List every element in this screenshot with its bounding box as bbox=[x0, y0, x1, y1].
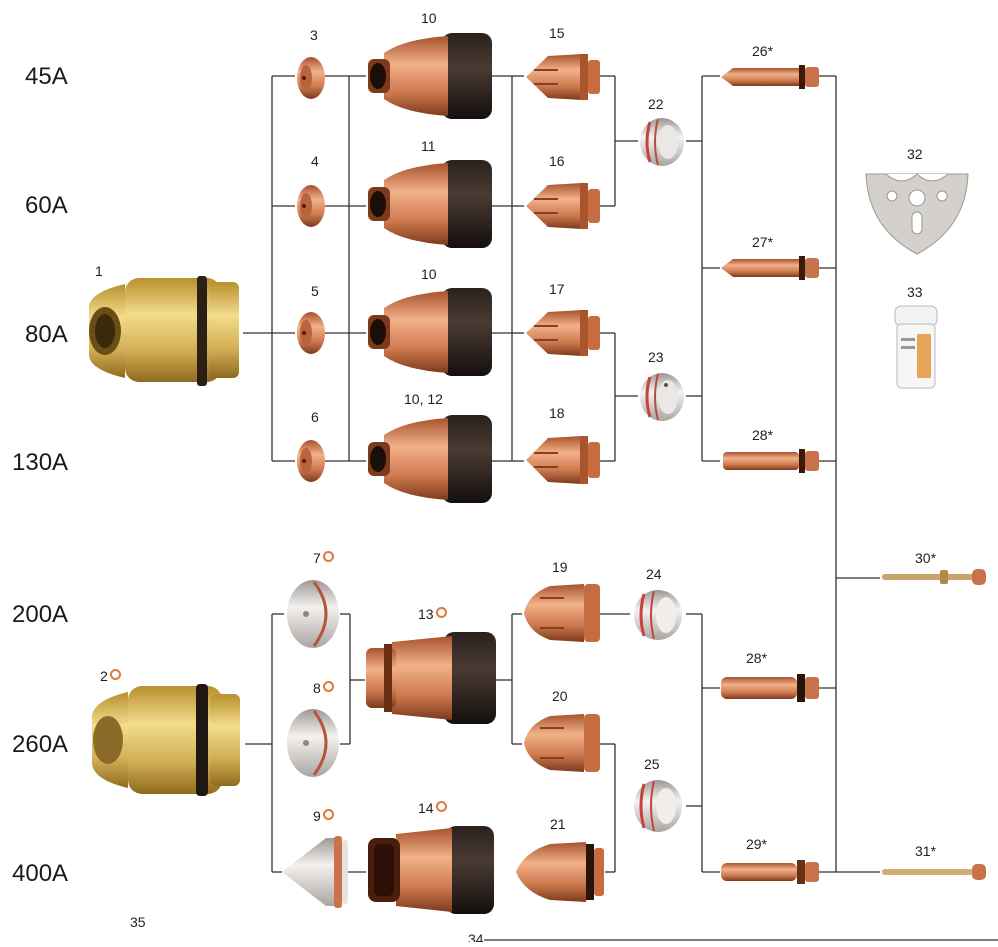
electrode-icon bbox=[882, 569, 986, 585]
electrode-icon bbox=[721, 860, 819, 884]
copper-nozzle-icon bbox=[516, 842, 604, 902]
copper-nozzle-icon bbox=[526, 436, 600, 484]
part-number-15: 15 bbox=[549, 25, 565, 41]
marker-icon bbox=[322, 551, 334, 562]
part-number-33: 33 bbox=[907, 284, 923, 300]
silver-shield-icon bbox=[287, 580, 339, 648]
part-number-25: 25 bbox=[644, 756, 660, 772]
part-number-23: 23 bbox=[648, 349, 664, 365]
part-number-10-b: 10 bbox=[421, 266, 437, 282]
part-number-19: 19 bbox=[552, 559, 568, 575]
electrode-icon bbox=[723, 449, 819, 473]
swirl-ring-icon bbox=[640, 373, 684, 421]
copper-nozzle-icon bbox=[526, 54, 600, 100]
amperage-60a: 60A bbox=[25, 192, 68, 219]
part-number-11: 11 bbox=[421, 138, 436, 154]
part-number-2: 2 bbox=[100, 668, 121, 684]
electrode-icon bbox=[721, 65, 819, 89]
part-number-6: 6 bbox=[311, 409, 319, 425]
copper-shield-icon bbox=[297, 185, 325, 227]
marker-icon bbox=[435, 607, 447, 618]
swirl-ring-icon bbox=[634, 590, 682, 640]
nozzle-retainer-icon bbox=[366, 632, 496, 724]
electrode-icon bbox=[882, 864, 986, 880]
brass-retaining-cap-icon bbox=[89, 276, 239, 386]
part-number-29: 29* bbox=[746, 836, 768, 852]
part-number-21: 21 bbox=[550, 816, 566, 832]
copper-nozzle-icon bbox=[524, 714, 600, 772]
nozzle-retainer-icon bbox=[368, 33, 492, 119]
part-number-16: 16 bbox=[549, 153, 565, 169]
part-number-9: 9 bbox=[313, 808, 334, 824]
part-number-34: 34 bbox=[468, 931, 484, 947]
part-number-26: 26* bbox=[752, 43, 774, 59]
part-number-32: 32 bbox=[907, 146, 923, 162]
copper-nozzle-icon bbox=[524, 584, 600, 642]
amperage-260a: 260A bbox=[12, 731, 69, 758]
part-number-14: 14 bbox=[418, 800, 447, 816]
part-number-1: 1 bbox=[95, 263, 103, 279]
part-number-13: 13 bbox=[418, 606, 447, 622]
amperage-400a: 400A bbox=[12, 860, 69, 887]
amperage-45a: 45A bbox=[25, 63, 68, 90]
nozzle-retainer-icon bbox=[368, 415, 492, 503]
part-number-35: 35 bbox=[130, 914, 146, 930]
part-number-18: 18 bbox=[549, 405, 565, 421]
marker-icon bbox=[435, 801, 447, 812]
marker-icon bbox=[322, 809, 334, 820]
lubricant-jar-icon bbox=[894, 305, 938, 389]
electrode-icon bbox=[721, 674, 819, 702]
part-number-2-text: 2 bbox=[100, 668, 108, 684]
copper-shield-icon bbox=[297, 440, 325, 482]
part-number-24: 24 bbox=[646, 566, 662, 582]
part-number-30: 30* bbox=[915, 550, 937, 566]
part-number-27: 27* bbox=[752, 234, 774, 250]
nozzle-retainer-icon bbox=[368, 826, 494, 914]
consumable-tool-icon bbox=[865, 173, 969, 255]
part-number-17: 17 bbox=[549, 281, 565, 297]
amperage-130a: 130A bbox=[12, 449, 69, 476]
part-number-14-text: 14 bbox=[418, 800, 434, 816]
part-number-28-b: 28* bbox=[746, 650, 768, 666]
part-number-7-text: 7 bbox=[313, 550, 321, 566]
part-number-5: 5 bbox=[311, 283, 319, 299]
part-number-10-12: 10, 12 bbox=[404, 391, 443, 407]
part-number-31: 31* bbox=[915, 843, 937, 859]
part-number-22: 22 bbox=[648, 96, 664, 112]
electrode-icon bbox=[721, 256, 819, 280]
swirl-ring-icon bbox=[640, 118, 684, 166]
brass-retaining-cap-icon bbox=[92, 684, 240, 796]
amperage-80a: 80A bbox=[25, 321, 68, 348]
copper-nozzle-icon bbox=[526, 183, 600, 229]
marker-icon bbox=[322, 681, 334, 692]
part-number-8-text: 8 bbox=[313, 680, 321, 696]
amperage-200a: 200A bbox=[12, 601, 69, 628]
part-number-8: 8 bbox=[313, 680, 334, 696]
marker-icon bbox=[109, 669, 121, 680]
part-number-20: 20 bbox=[552, 688, 568, 704]
nozzle-retainer-icon bbox=[368, 288, 492, 376]
part-number-13-text: 13 bbox=[418, 606, 434, 622]
part-number-3: 3 bbox=[310, 27, 318, 43]
silver-shield-icon bbox=[287, 709, 339, 777]
swirl-ring-icon bbox=[634, 780, 682, 832]
silver-shield-icon bbox=[282, 836, 348, 908]
copper-nozzle-icon bbox=[526, 310, 600, 356]
part-number-7: 7 bbox=[313, 550, 334, 566]
part-number-9-text: 9 bbox=[313, 808, 321, 824]
part-number-4: 4 bbox=[311, 153, 319, 169]
part-number-10: 10 bbox=[421, 10, 437, 26]
copper-shield-icon bbox=[297, 312, 325, 354]
copper-shield-icon bbox=[297, 57, 325, 99]
nozzle-retainer-icon bbox=[368, 160, 492, 248]
part-number-28: 28* bbox=[752, 427, 774, 443]
